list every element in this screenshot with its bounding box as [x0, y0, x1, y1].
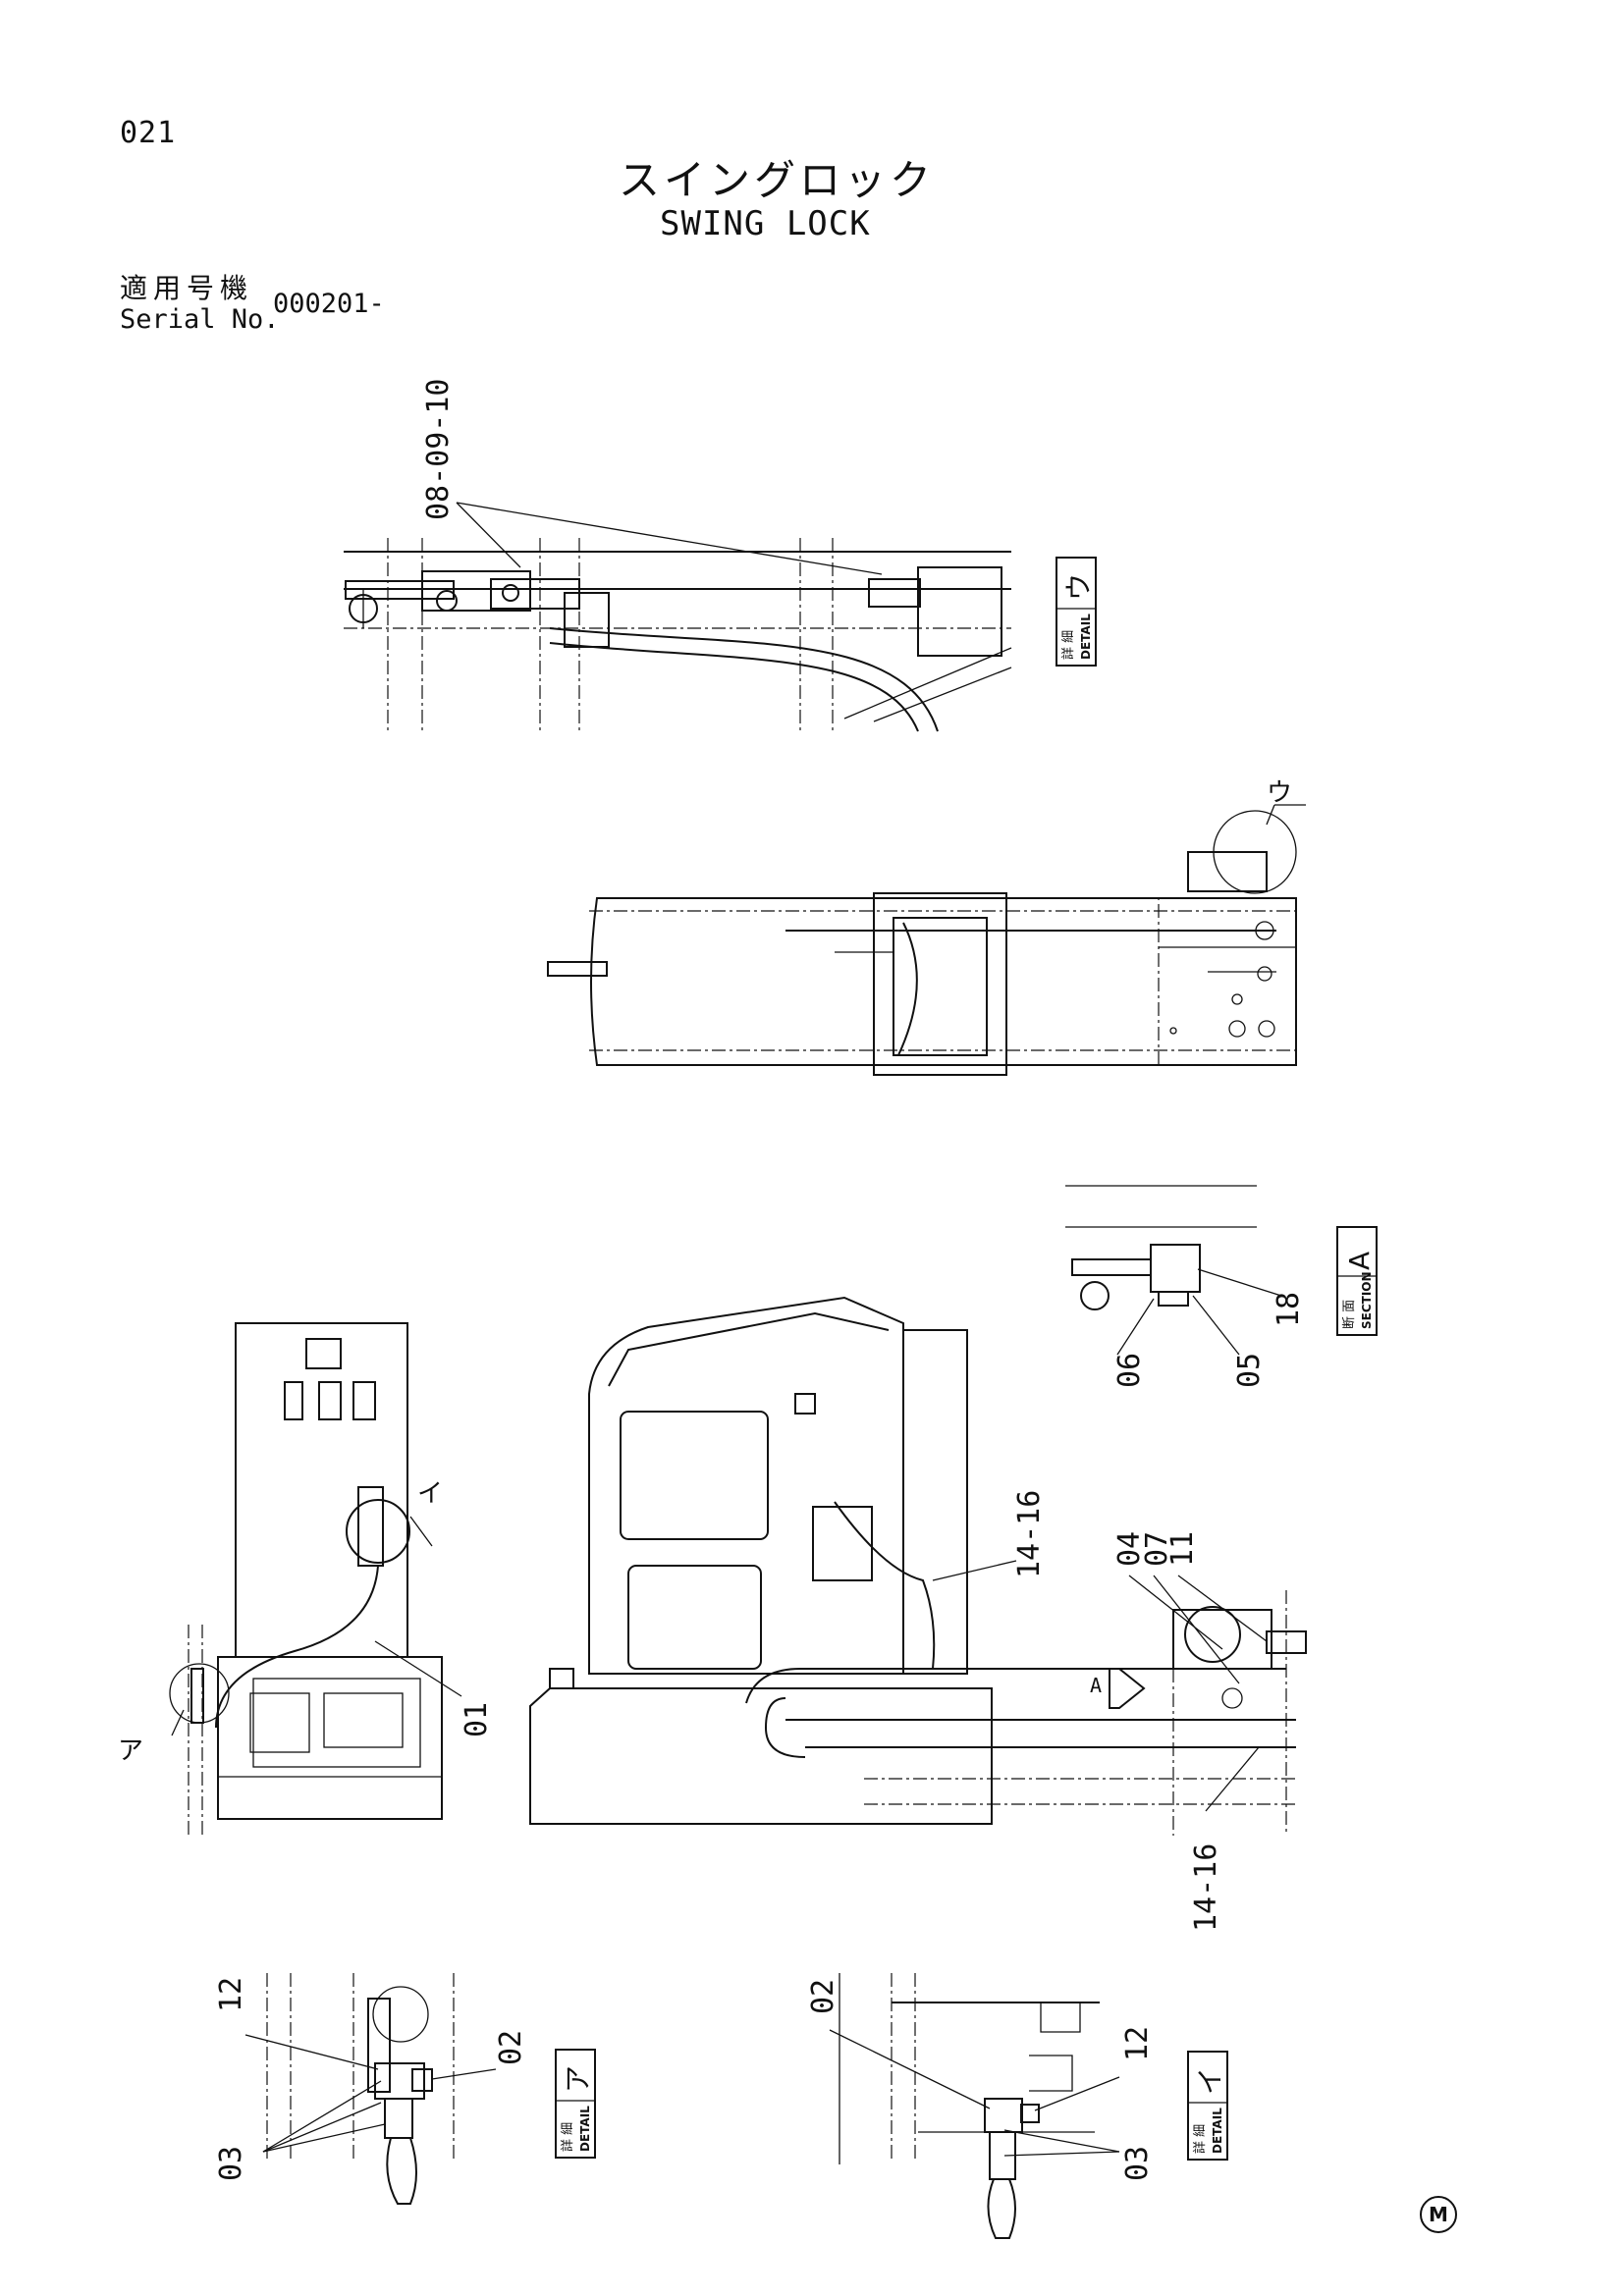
detail-i-label-en: DETAIL [1211, 2108, 1224, 2154]
pointer-label-u: ウ [1267, 778, 1292, 808]
machine-plan-view [169, 1322, 462, 1836]
detail-a-letter: ア [562, 2065, 594, 2093]
detail-u-label-jp: 詳 細 [1060, 630, 1076, 660]
callout-02-detail-a: 02 [494, 2030, 528, 2065]
serial-label-jp: 適用号機 [120, 272, 254, 304]
callout-03-detail-i: 03 [1120, 2146, 1155, 2181]
section-a-arrow-label: A [1090, 1674, 1102, 1697]
detail-i-drawing [829, 1973, 1120, 2239]
callout-07: 07 [1140, 1531, 1174, 1567]
callout-18: 18 [1272, 1292, 1306, 1327]
section-a-tag: 断 面 SECTION A [1336, 1226, 1378, 1336]
callout-14-16-lower: 14-16 [1189, 1843, 1223, 1932]
callout-14-16-upper: 14-16 [1012, 1490, 1047, 1578]
detail-u-drawing [344, 502, 1012, 732]
detail-i-label-jp: 詳 細 [1192, 2124, 1208, 2154]
callout-11: 11 [1165, 1531, 1200, 1567]
detail-u-letter: ウ [1062, 573, 1095, 601]
callout-04: 04 [1112, 1531, 1147, 1567]
detail-a-label-en: DETAIL [578, 2106, 592, 2152]
serial-number-value: 000201- [273, 289, 385, 319]
serial-label-en: Serial No. [120, 304, 280, 335]
callout-03-detail-a: 03 [214, 2146, 248, 2181]
detail-u-label-en: DETAIL [1079, 614, 1093, 660]
pointer-label-a: ア [118, 1736, 143, 1766]
machine-side-view [529, 1296, 1307, 1836]
callout-01: 01 [460, 1702, 494, 1737]
page-title-en: SWING LOCK [660, 204, 871, 243]
manufacturer-mark-icon: M [1420, 2196, 1457, 2233]
detail-i-tag: 詳 細 DETAIL イ [1187, 2051, 1228, 2161]
detail-a-drawing [244, 1973, 497, 2205]
section-a-drawing [1065, 1185, 1282, 1356]
callout-08-09-10: 08-09-10 [421, 379, 456, 521]
page-number: 021 [120, 116, 177, 150]
callout-05: 05 [1232, 1353, 1267, 1388]
section-a-letter: A [1343, 1252, 1376, 1270]
pointer-label-i: イ [417, 1479, 443, 1509]
callout-12-detail-a: 12 [214, 1977, 248, 2012]
section-a-label-en: SECTION [1360, 1271, 1374, 1329]
section-a-label-jp: 断 面 [1342, 1300, 1357, 1329]
callout-02-detail-i: 02 [806, 1979, 840, 2014]
callout-12-detail-i: 12 [1120, 2026, 1155, 2061]
callout-06: 06 [1112, 1353, 1147, 1388]
detail-u-tag: 詳 細 DETAIL ウ [1056, 557, 1097, 667]
detail-i-letter: イ [1194, 2067, 1226, 2095]
machine-top-view [547, 804, 1306, 1076]
detail-a-tag: 詳 細 DETAIL ア [555, 2049, 596, 2159]
page-title-jp: スイングロック [619, 156, 936, 204]
detail-a-label-jp: 詳 細 [560, 2122, 575, 2152]
